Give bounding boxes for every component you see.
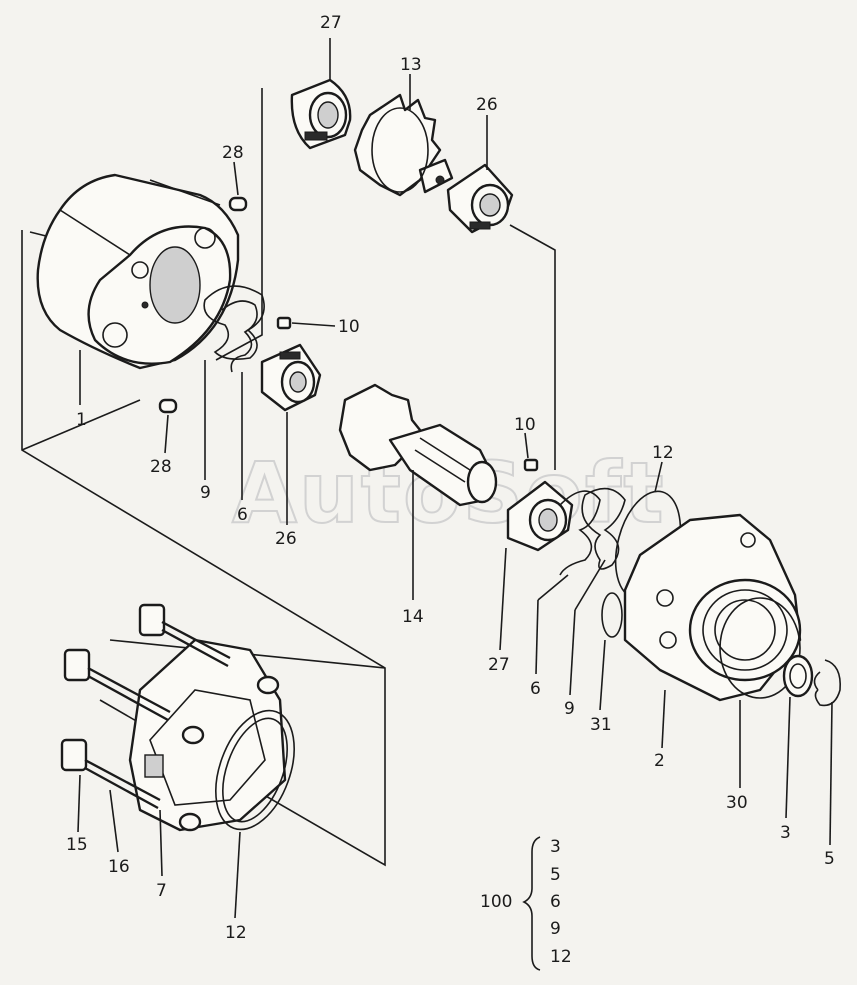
kit-number: 100	[480, 892, 512, 912]
ring-31	[601, 592, 623, 638]
label-6-mid: 6	[530, 679, 541, 699]
kit-item-4: 9	[550, 919, 561, 939]
label-30: 30	[726, 793, 748, 813]
kit-item-2: 5	[550, 865, 561, 885]
label-12-right: 12	[652, 443, 674, 463]
seal-9-right	[581, 487, 626, 570]
label-26-top: 26	[476, 95, 498, 115]
bolt-16	[63, 603, 231, 722]
label-28-top: 28	[222, 143, 244, 163]
label-3: 3	[780, 823, 791, 843]
dowel-pin-top	[228, 196, 248, 212]
seal-6-left	[221, 300, 258, 373]
drive-shaft-14	[338, 383, 498, 507]
kit-item-1: 3	[550, 837, 561, 857]
label-2: 2	[654, 751, 665, 771]
label-6-left: 6	[237, 505, 248, 525]
label-10-mid: 10	[514, 415, 536, 435]
bushing-26-mid	[260, 343, 322, 412]
seal-9-left	[203, 285, 265, 360]
label-9-mid: 9	[564, 699, 575, 719]
label-16: 16	[108, 857, 130, 877]
kit-item-3: 6	[550, 892, 561, 912]
label-12-bottom: 12	[225, 923, 247, 943]
part-number-labels: 27 13 26 28 10 1 28 9 6 26 14 10 12 27 6…	[66, 13, 835, 943]
label-10-top: 10	[338, 317, 360, 337]
label-27-top: 27	[320, 13, 342, 33]
label-1: 1	[76, 410, 87, 430]
gear-13	[353, 93, 454, 197]
leader-lines	[77, 38, 833, 919]
key-10-top	[276, 316, 292, 330]
label-15: 15	[66, 835, 88, 855]
cover-plate-7	[128, 638, 287, 832]
label-9-left: 9	[200, 483, 211, 503]
label-31: 31	[590, 715, 612, 735]
label-27-mid: 27	[488, 655, 510, 675]
snap-ring-5	[813, 659, 842, 707]
bushing-27-mid	[506, 480, 574, 552]
kit-item-5: 12	[550, 947, 572, 967]
dowel-pin-bottom	[158, 398, 178, 414]
oil-seal-3	[782, 654, 814, 698]
label-5: 5	[824, 849, 835, 869]
ring-30	[719, 597, 801, 699]
label-28-bottom: 28	[150, 457, 172, 477]
bushing-27-top	[290, 78, 352, 150]
key-10-mid	[523, 458, 539, 472]
label-7: 7	[156, 881, 167, 901]
label-26-mid: 26	[275, 529, 297, 549]
housing-part-1	[36, 173, 240, 370]
bolt-15	[60, 738, 161, 810]
o-ring-12-bottom	[215, 709, 295, 831]
bushing-26-top	[446, 163, 514, 234]
mounting-flange-2	[623, 513, 802, 702]
label-14: 14	[402, 607, 424, 627]
kit-list: 100 3 5 6 9 12	[480, 836, 572, 971]
label-13: 13	[400, 55, 422, 75]
